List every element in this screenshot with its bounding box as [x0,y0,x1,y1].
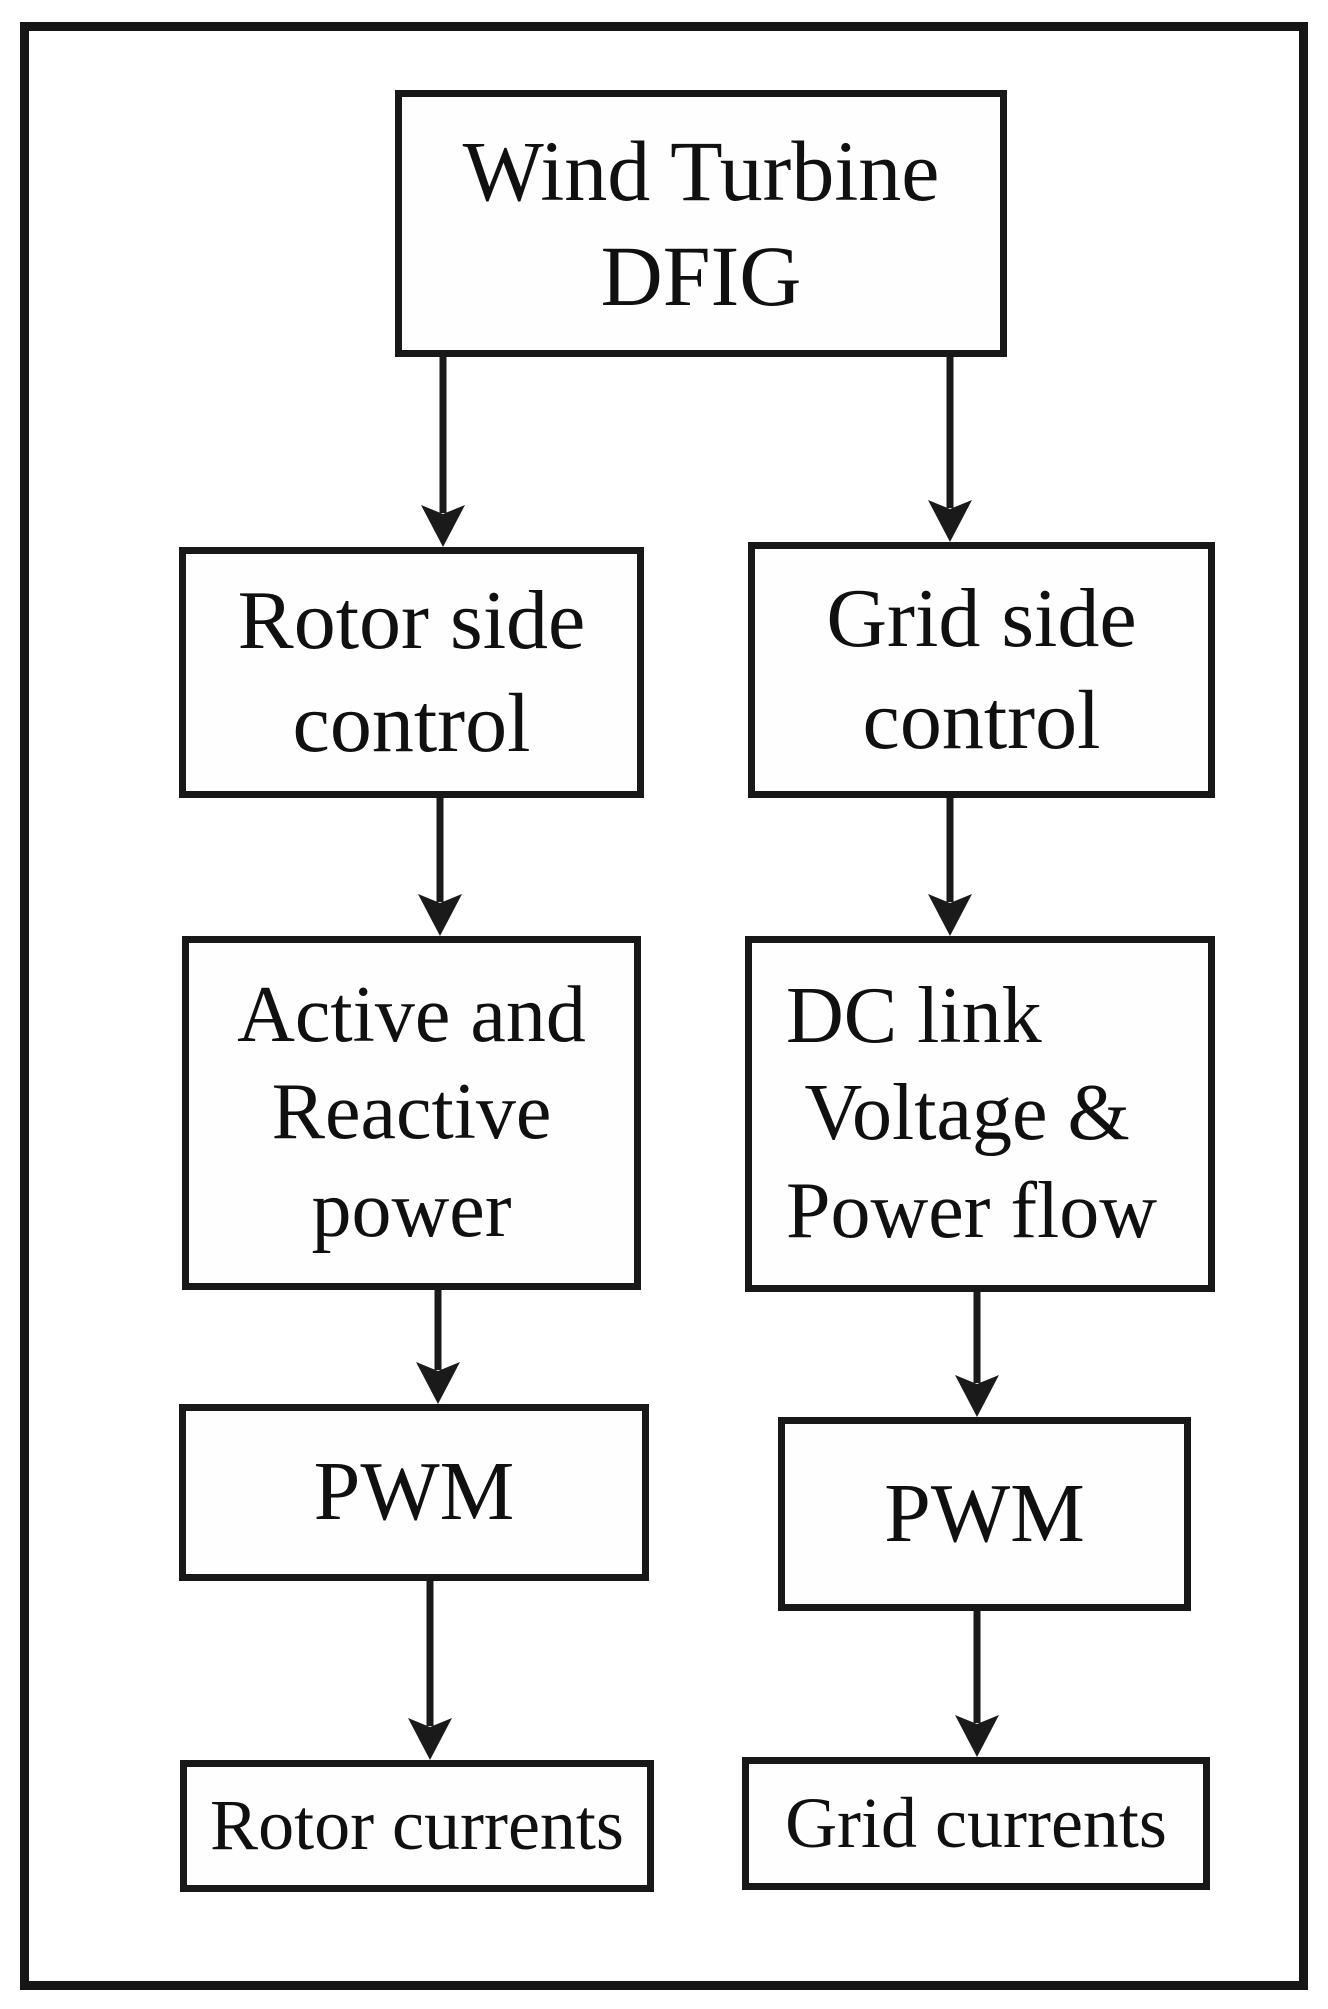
node-label-line: Grid side [826,571,1137,665]
arrow-wind-turbine-to-grid-side [928,357,972,542]
node-pwm-grid: PWM [778,1417,1191,1611]
node-dc-link-voltage-power-flow: DC link Voltage & Power flow [745,936,1215,1292]
arrow-wind-turbine-to-rotor-side [421,357,465,547]
arrow-pwm-to-rotor-currents [408,1581,452,1760]
node-label-line: PWM [313,1445,515,1539]
node-grid-currents: Grid currents [742,1757,1210,1890]
node-label-line: Rotor currents [210,1785,624,1866]
node-label-line: PWM [884,1466,1085,1560]
node-label-line: Active and [237,970,586,1059]
diagram-outer-frame [20,22,1308,1990]
arrow-dc-link-to-pwm [955,1292,999,1417]
node-label-line: control [862,674,1101,767]
arrow-active-reactive-to-pwm [416,1290,460,1404]
node-pwm-rotor: PWM [179,1404,649,1581]
node-label-line: Voltage & [786,1069,1130,1158]
node-label-line: DC link [786,971,1042,1060]
node-active-reactive-power: Active and Reactive power [182,936,641,1290]
node-label-line: Reactive [271,1068,552,1157]
arrow-pwm-to-grid-currents [955,1611,999,1757]
node-label-line: Rotor side [237,574,586,668]
arrow-rotor-side-to-active-reactive [418,798,462,936]
node-wind-turbine-dfig: Wind Turbine DFIG [395,90,1007,357]
node-rotor-currents: Rotor currents [180,1760,654,1892]
arrow-grid-side-to-dc-link [928,798,972,936]
node-label-line: power [311,1165,512,1254]
node-label-line: control [292,676,531,770]
node-label-line: Grid currents [785,1782,1167,1863]
node-label-line: Power flow [786,1166,1158,1255]
node-grid-side-control: Grid side control [748,542,1215,798]
node-rotor-side-control: Rotor side control [179,547,644,798]
node-label-line: DFIG [600,227,802,324]
node-label-line: Wind Turbine [462,122,940,219]
